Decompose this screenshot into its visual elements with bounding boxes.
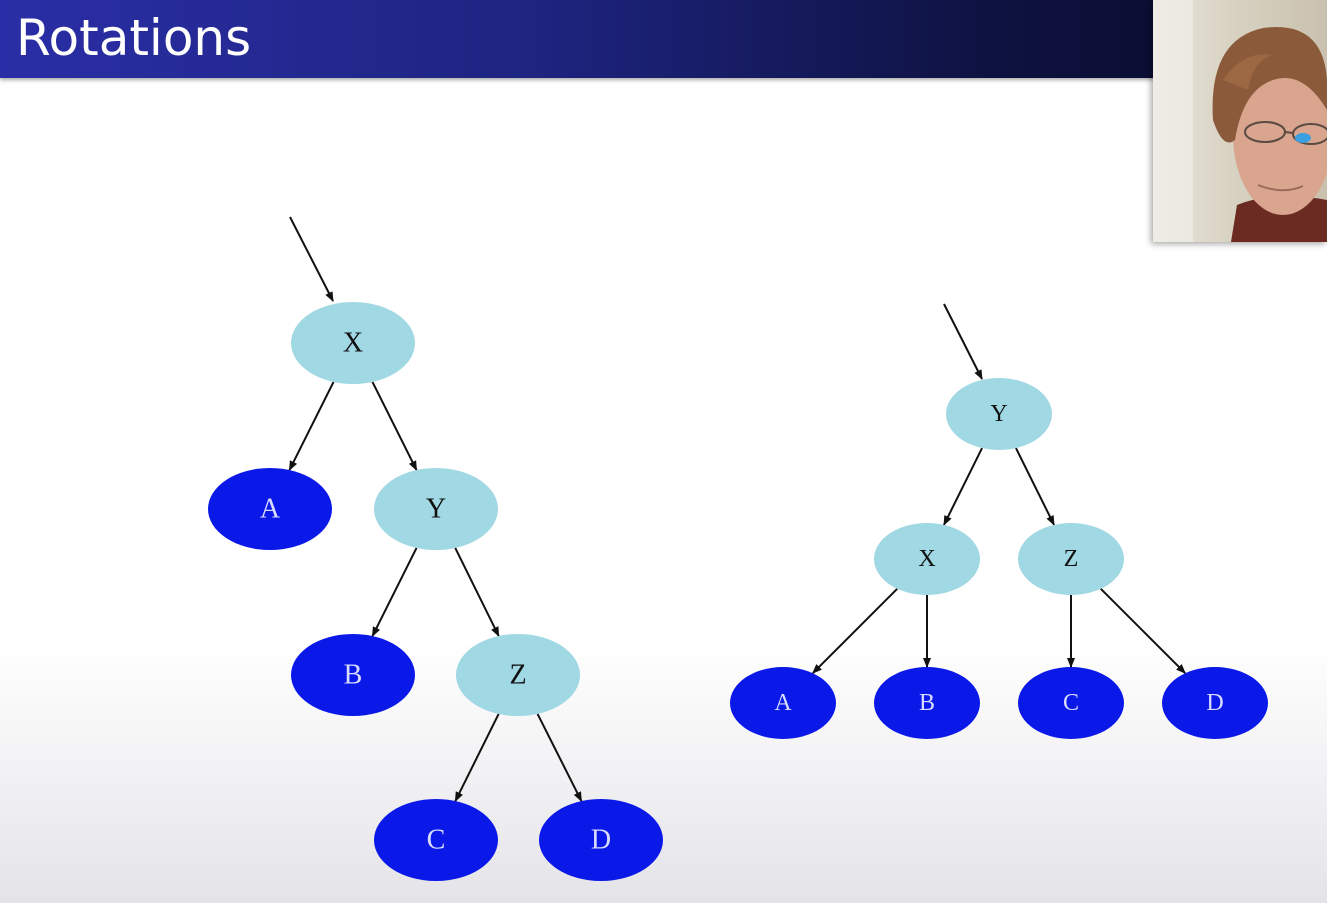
presenter-webcam — [1153, 0, 1327, 242]
right-node-c: C — [1018, 667, 1124, 739]
right-edge-x-a — [812, 588, 898, 674]
left-edge-x-a — [288, 381, 335, 471]
right-node-z-label: Z — [1064, 546, 1079, 572]
right-node-c-label: C — [1063, 690, 1079, 716]
left-node-d-label: D — [591, 825, 611, 856]
left-node-b-label: B — [344, 660, 363, 691]
right-node-y-label: Y — [990, 401, 1007, 427]
left-node-y-label: Y — [426, 494, 446, 525]
right-node-z: Z — [1018, 523, 1124, 595]
left-tree: X A Y B Z C D — [208, 216, 663, 881]
right-node-d: D — [1162, 667, 1268, 739]
left-edge-z-c — [454, 713, 500, 802]
right-node-a-shape — [730, 667, 836, 739]
right-node-y-shape — [946, 378, 1052, 450]
left-node-b-shape — [291, 634, 415, 716]
left-node-y-shape — [374, 468, 498, 550]
left-node-a-shape — [208, 468, 332, 550]
right-node-c-shape — [1018, 667, 1124, 739]
right-node-a: A — [730, 667, 836, 739]
left-node-b: B — [291, 634, 415, 716]
slide-title-bar: Rotations — [0, 0, 1327, 78]
right-node-y: Y — [946, 378, 1052, 450]
right-node-a-label: A — [774, 690, 792, 716]
left-root-pointer-arrow — [289, 216, 334, 302]
right-node-z-shape — [1018, 523, 1124, 595]
left-node-a-label: A — [260, 494, 281, 525]
left-node-x-shape — [291, 302, 415, 384]
left-edge-y-z — [454, 547, 500, 637]
left-node-z: Z — [456, 634, 580, 716]
right-node-b-label: B — [919, 690, 935, 716]
right-node-b-shape — [874, 667, 980, 739]
slide-title: Rotations — [16, 9, 252, 67]
right-node-d-shape — [1162, 667, 1268, 739]
right-node-x-label: X — [918, 546, 935, 572]
left-node-c-shape — [374, 799, 498, 881]
right-node-d-label: D — [1206, 690, 1223, 716]
left-edge-x-y — [371, 381, 418, 471]
left-node-y: Y — [374, 468, 498, 550]
left-edge-z-d — [536, 713, 583, 802]
right-node-x-shape — [874, 523, 980, 595]
right-root-pointer-arrow — [943, 303, 983, 380]
right-node-b: B — [874, 667, 980, 739]
right-node-x: X — [874, 523, 980, 595]
right-tree: Y X Z A B C D — [730, 303, 1268, 739]
left-node-c-label: C — [427, 825, 446, 856]
left-node-x-label: X — [343, 328, 363, 359]
left-edge-y-b — [371, 547, 418, 637]
left-node-c: C — [374, 799, 498, 881]
left-node-d: D — [539, 799, 663, 881]
left-node-z-label: Z — [509, 660, 526, 691]
right-edge-y-x — [943, 447, 983, 526]
left-node-a: A — [208, 468, 332, 550]
right-edge-z-d — [1100, 588, 1186, 674]
left-node-x: X — [291, 302, 415, 384]
left-node-d-shape — [539, 799, 663, 881]
left-node-z-shape — [456, 634, 580, 716]
right-edge-y-z — [1015, 447, 1055, 526]
